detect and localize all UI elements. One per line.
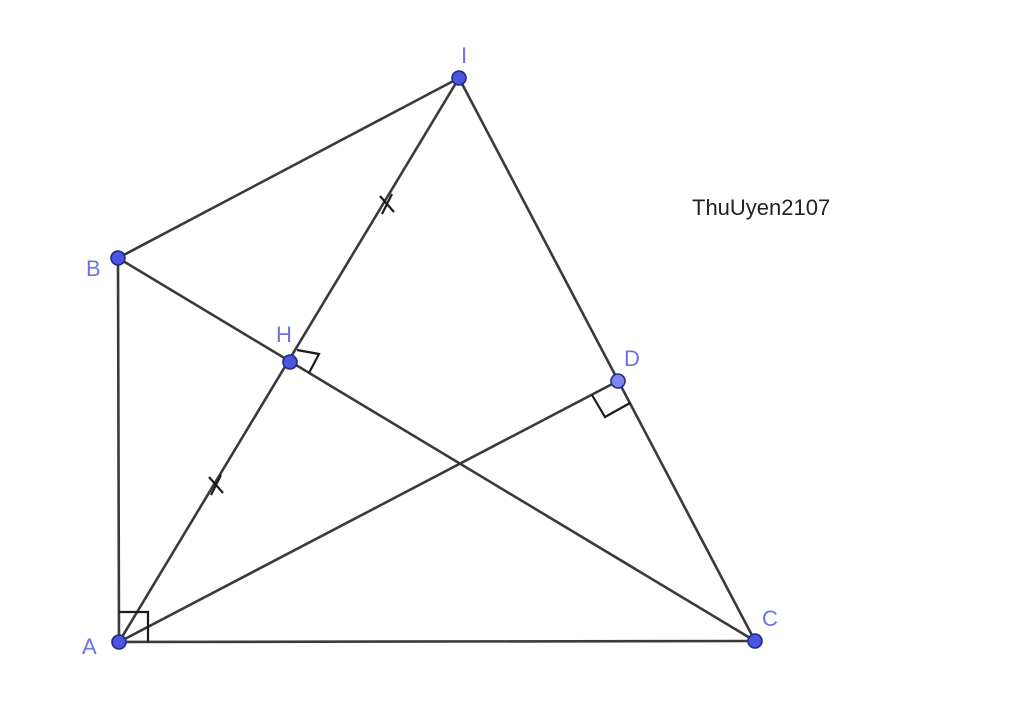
equal-mark-hi <box>379 193 395 215</box>
equal-mark-ah <box>208 474 224 496</box>
point-label-a: A <box>82 634 97 659</box>
segment-ab <box>116 256 121 644</box>
point-label-c: C <box>762 606 778 631</box>
point-label-d: D <box>624 346 640 371</box>
segment-bc <box>116 256 757 643</box>
segment-ac <box>117 639 757 644</box>
point-a[interactable] <box>111 634 127 650</box>
point-label-b: B <box>86 256 101 281</box>
point-label-h: H <box>276 322 292 347</box>
watermark-text: ThuUyen2107 <box>692 195 830 220</box>
point-h[interactable] <box>282 354 298 370</box>
point-label-i: I <box>461 43 467 68</box>
segment-ic <box>457 76 757 643</box>
point-i[interactable] <box>451 70 467 86</box>
right-angle-mark-a <box>119 610 150 642</box>
segment-bi <box>116 76 461 260</box>
point-d[interactable] <box>610 373 626 389</box>
right-angle-mark-h <box>296 348 321 374</box>
point-c[interactable] <box>747 633 763 649</box>
right-angle-mark-d <box>591 394 631 419</box>
point-b[interactable] <box>110 250 126 266</box>
segment-ad <box>117 379 620 644</box>
